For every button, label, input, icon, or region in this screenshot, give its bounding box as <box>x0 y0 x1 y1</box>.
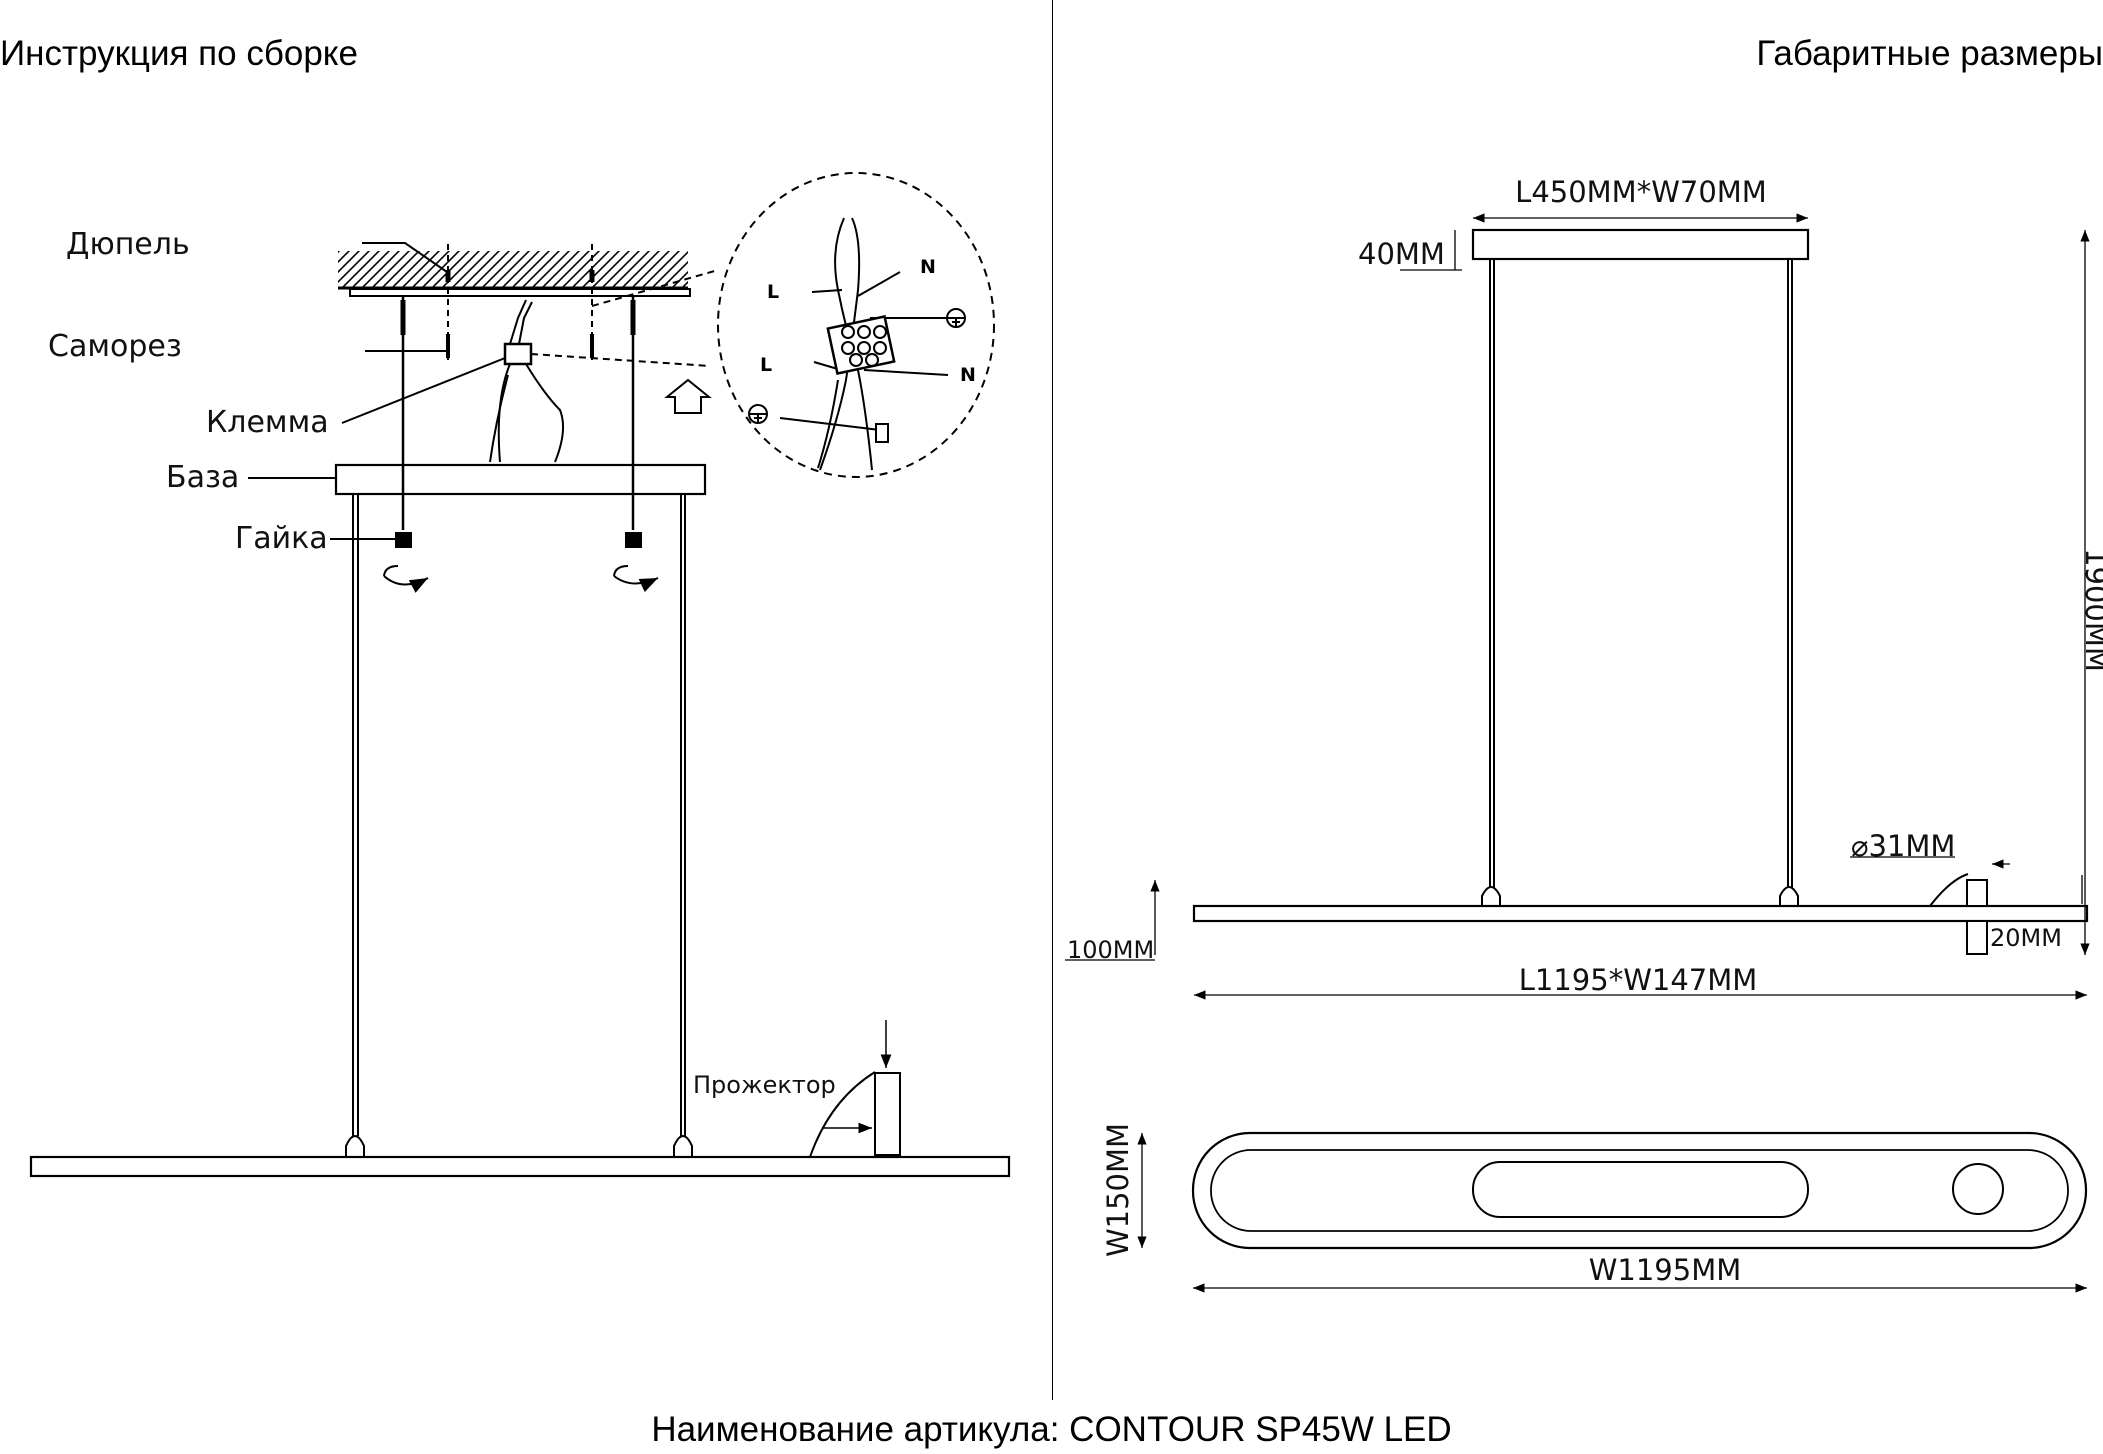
canopy <box>1471 228 1810 261</box>
dimension-drawing <box>1065 213 2090 1293</box>
body-side-view <box>1192 904 2089 923</box>
dim-body-height: 100MM <box>1067 936 1154 964</box>
wire-live-1: L <box>767 281 779 303</box>
dim-spotlight-diameter: ⌀31MM <box>1851 829 1955 863</box>
section-divider <box>1052 0 1053 1400</box>
wire-neutral-1: N <box>920 256 936 278</box>
article-name: Наименование артикула: CONTOUR SP45W LED <box>651 1410 1452 1449</box>
wire-live-2: L <box>760 354 772 376</box>
assembly-title: Инструкция по сборке <box>0 34 358 73</box>
dim-body-size: L1195*W147MM <box>1519 963 1758 997</box>
label-terminal: Клемма <box>206 405 329 440</box>
dim-top-width: W150MM <box>1101 1123 1135 1257</box>
label-spotlight: Прожектор <box>693 1071 836 1099</box>
wire-neutral-2: N <box>960 364 976 386</box>
spotlight <box>874 1072 901 1156</box>
nut-left <box>395 532 412 548</box>
wiring-detail-circle <box>717 172 995 478</box>
earth-symbol-icon <box>946 308 966 328</box>
terminal-block <box>503 342 533 366</box>
label-screw: Саморез <box>48 329 182 364</box>
lamp-body <box>29 1155 1011 1178</box>
top-view-panel <box>1472 1161 1809 1218</box>
top-view-outer <box>1191 1131 2088 1250</box>
label-base: База <box>166 460 239 495</box>
canopy-mount-plate <box>349 288 691 297</box>
top-view-spotlight <box>1952 1163 2004 1215</box>
base-plate <box>334 463 707 496</box>
dim-canopy-height: 40MM <box>1358 237 1445 271</box>
spotlight-side <box>1966 879 1988 907</box>
dim-spotlight-height: 20MM <box>1990 924 2062 952</box>
assembly-drawing <box>29 172 1011 1178</box>
earth-symbol-icon-2 <box>748 404 768 424</box>
dim-top-length: W1195MM <box>1589 1253 1742 1287</box>
dim-canopy-size: L450MM*W70MM <box>1515 175 1767 209</box>
dim-suspension-length: 1900MM <box>2079 548 2103 672</box>
nut-right <box>625 532 642 548</box>
dimensions-title: Габаритные размеры <box>1756 34 2103 73</box>
ceiling-hatch <box>338 251 688 288</box>
up-arrow-icon <box>664 378 712 414</box>
top-view-inner <box>1210 1149 2069 1232</box>
label-dowel: Дюпель <box>66 227 190 262</box>
label-nut: Гайка <box>235 521 328 556</box>
